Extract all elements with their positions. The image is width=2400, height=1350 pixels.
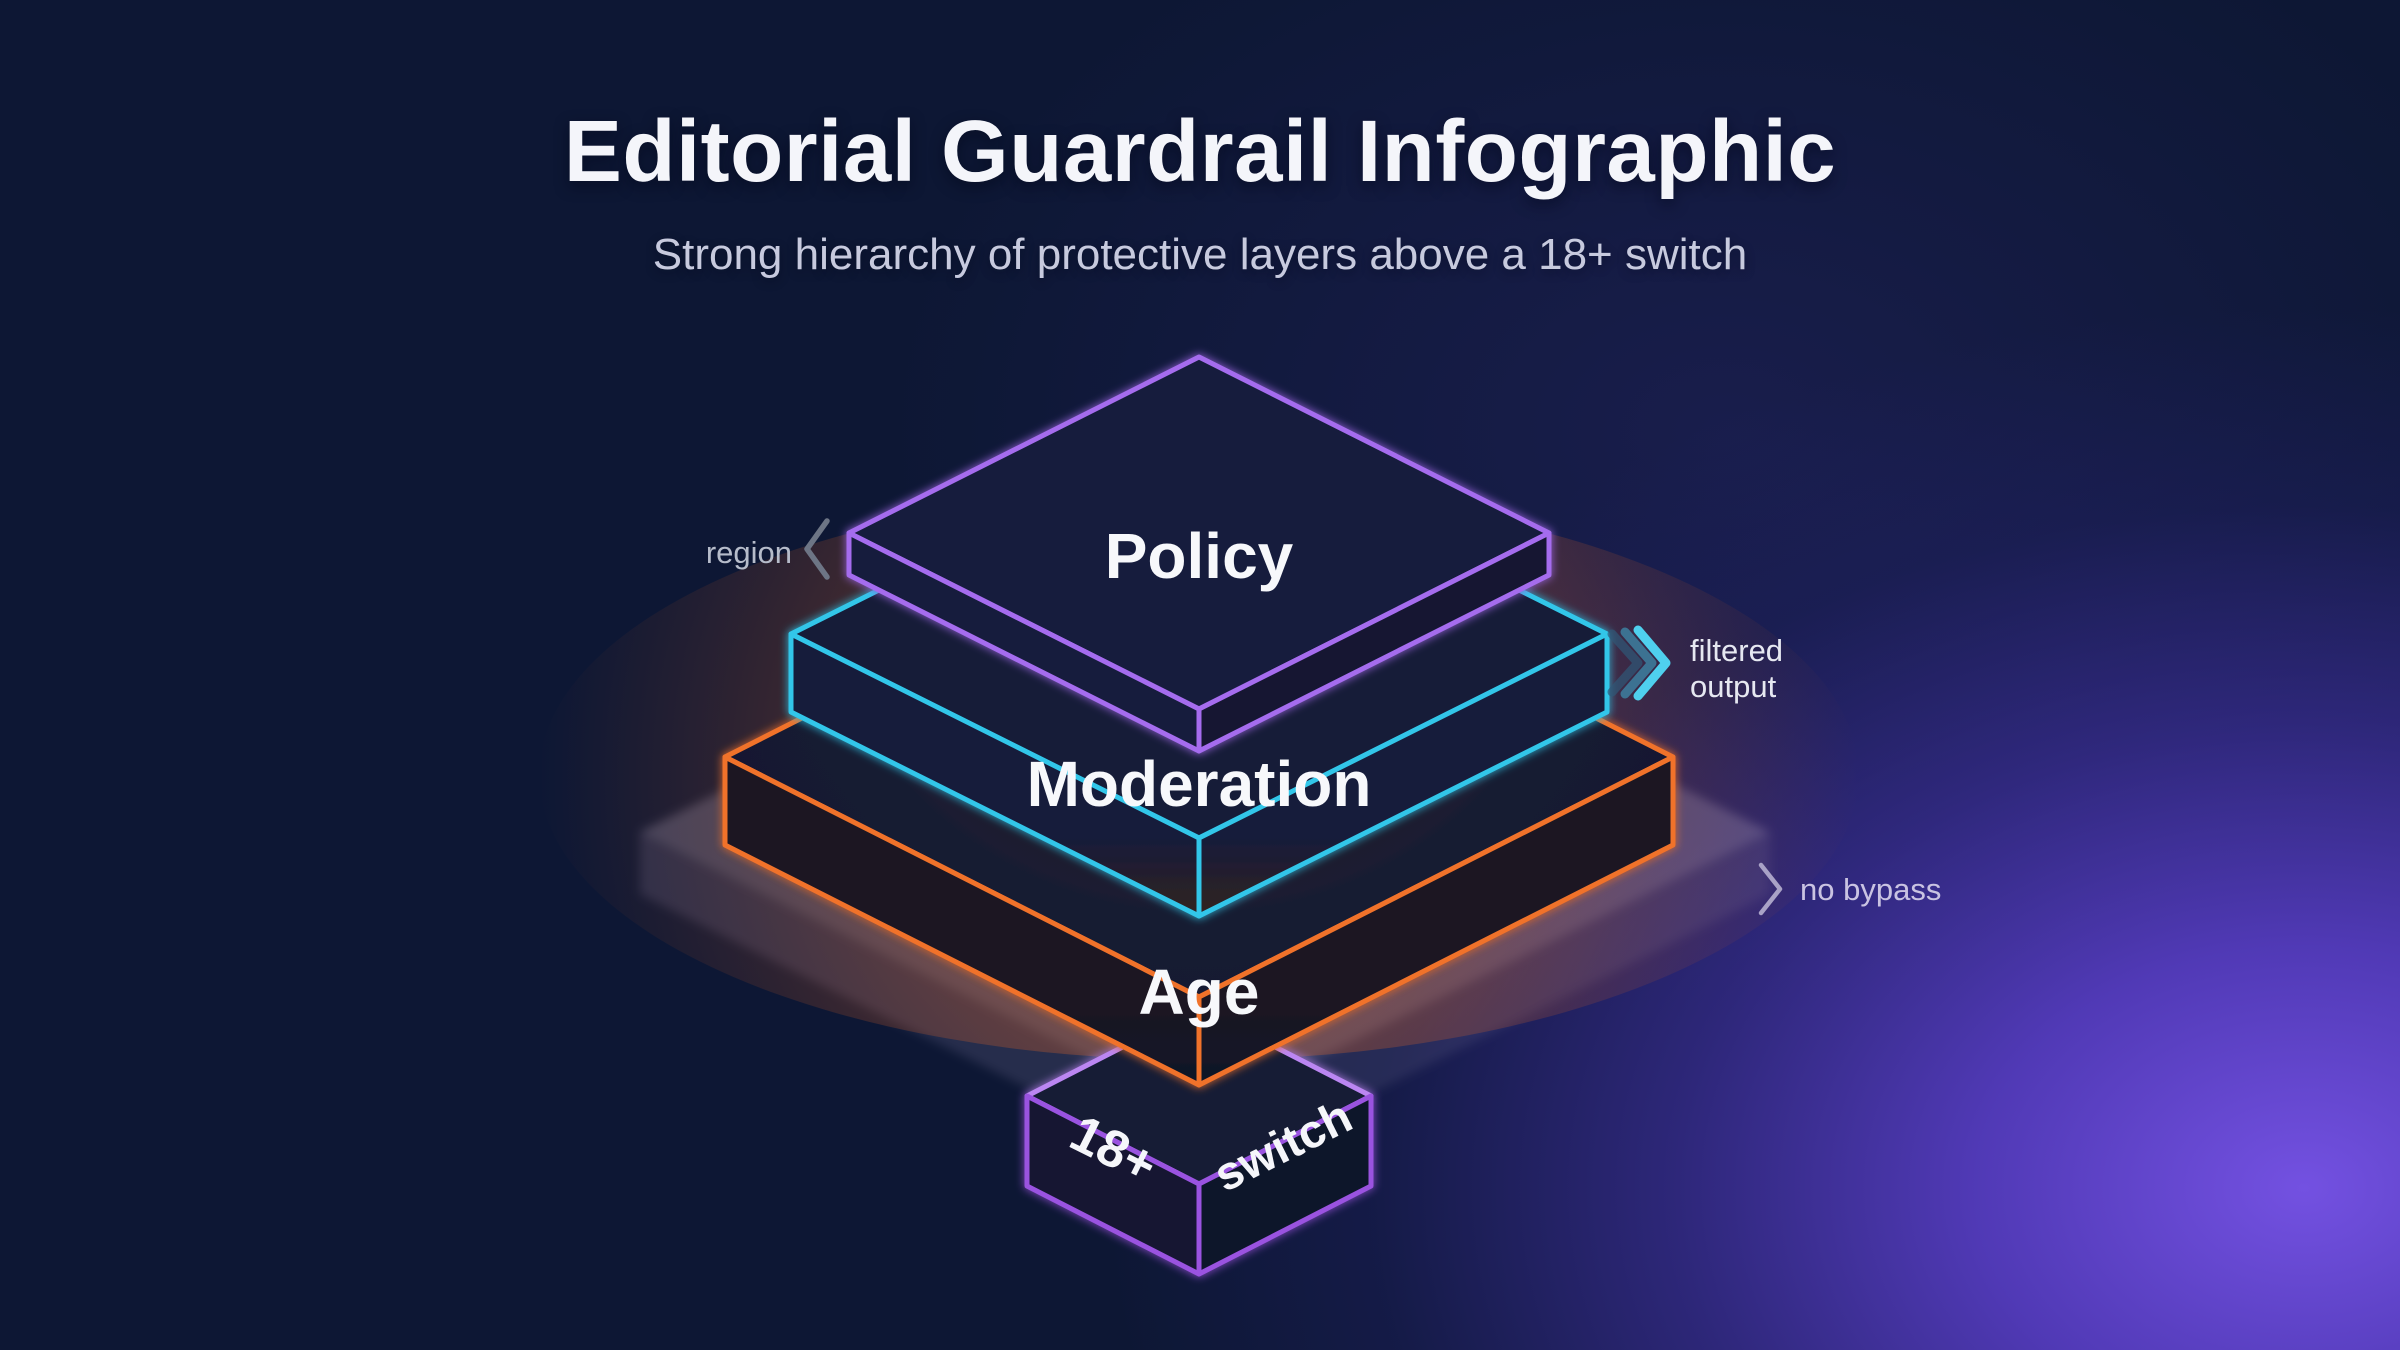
- policy-label: Policy: [1105, 520, 1294, 592]
- moderation-label: Moderation: [1027, 748, 1372, 820]
- switch-box-right-face: [1196, 1093, 1374, 1277]
- moderation-right-face: [1196, 631, 1610, 919]
- age-right-face: [1196, 754, 1676, 1088]
- age-label: Age: [1139, 956, 1260, 1028]
- no-bypass-label: no bypass: [1800, 872, 1941, 907]
- policy-right-face: [1196, 530, 1552, 754]
- page-subtitle: Strong hierarchy of protective layers ab…: [652, 230, 1748, 279]
- region-label: region: [706, 535, 792, 570]
- page-title: Editorial Guardrail Infographic: [563, 103, 1837, 200]
- filtered-output-line1: filtered: [1690, 633, 1783, 668]
- layer-policy: [846, 354, 1552, 754]
- no-bypass-chevron-icon: [1758, 862, 1783, 916]
- region-chevron-icon: [804, 518, 830, 580]
- filtered-output-line2: output: [1690, 669, 1777, 704]
- switch-box: [1024, 1005, 1374, 1277]
- filtered-output-chevrons-icon: [1607, 625, 1671, 701]
